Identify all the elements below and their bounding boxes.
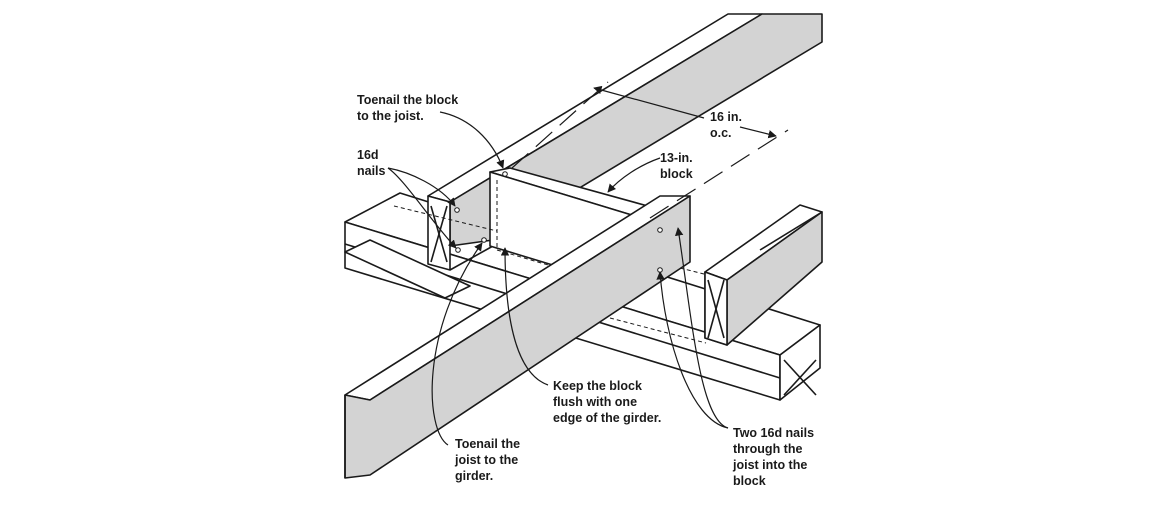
leader-two-nails-top bbox=[674, 227, 729, 429]
leader-toenail-block bbox=[439, 111, 505, 169]
leader-flush bbox=[500, 247, 549, 386]
label-toenail-joist: Toenail the joist to the girder. bbox=[454, 437, 524, 483]
label-toenail-block: Toenail the block to the joist. bbox=[357, 93, 462, 123]
girder-end-face bbox=[779, 324, 821, 401]
leader-toenail-joist bbox=[431, 242, 483, 446]
spacing-dimension bbox=[511, 81, 789, 219]
leader-block bbox=[607, 157, 661, 193]
leader-16d-nails-bottom bbox=[387, 167, 457, 249]
nail-marks bbox=[454, 171, 663, 273]
girder-left-slot bbox=[344, 239, 471, 299]
leader-two-nails-bottom bbox=[656, 271, 729, 429]
front-joist bbox=[344, 195, 691, 479]
label-flush: Keep the block flush with one edge of th… bbox=[553, 379, 661, 425]
label-block-size: 13-in. block bbox=[660, 151, 696, 181]
label-two-nails: Two 16d nails through the joist into the… bbox=[732, 426, 818, 488]
label-spacing: 16 in. o.c. bbox=[710, 110, 745, 140]
leader-16d-nails-top bbox=[387, 167, 456, 207]
label-16d-nails: 16d nails bbox=[357, 148, 386, 178]
back-joist bbox=[704, 204, 823, 346]
